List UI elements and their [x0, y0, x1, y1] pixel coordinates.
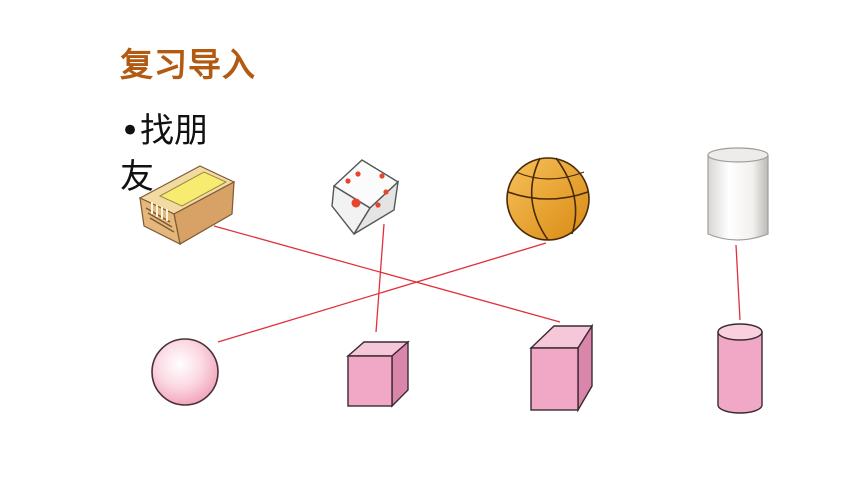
- page-title: 复习导入: [120, 45, 256, 84]
- connector-matchbox-cuboid: [213, 225, 561, 323]
- matchbox-icon: [138, 165, 236, 246]
- cylinder-icon: [717, 323, 763, 414]
- sphere-icon: [151, 338, 219, 406]
- cuboid-icon: [529, 323, 594, 413]
- connector-lines: [213, 223, 741, 343]
- cube-icon: [346, 340, 410, 408]
- connector-dice-cube: [375, 223, 385, 333]
- basketball-icon: [506, 157, 590, 241]
- paper-cup-icon: [707, 147, 769, 241]
- connector-basketball-sphere: [217, 242, 547, 343]
- connector-cup-cylinder: [735, 244, 741, 321]
- dice-icon: [331, 159, 400, 236]
- bullet-instruction: •找朋友: [120, 111, 209, 197]
